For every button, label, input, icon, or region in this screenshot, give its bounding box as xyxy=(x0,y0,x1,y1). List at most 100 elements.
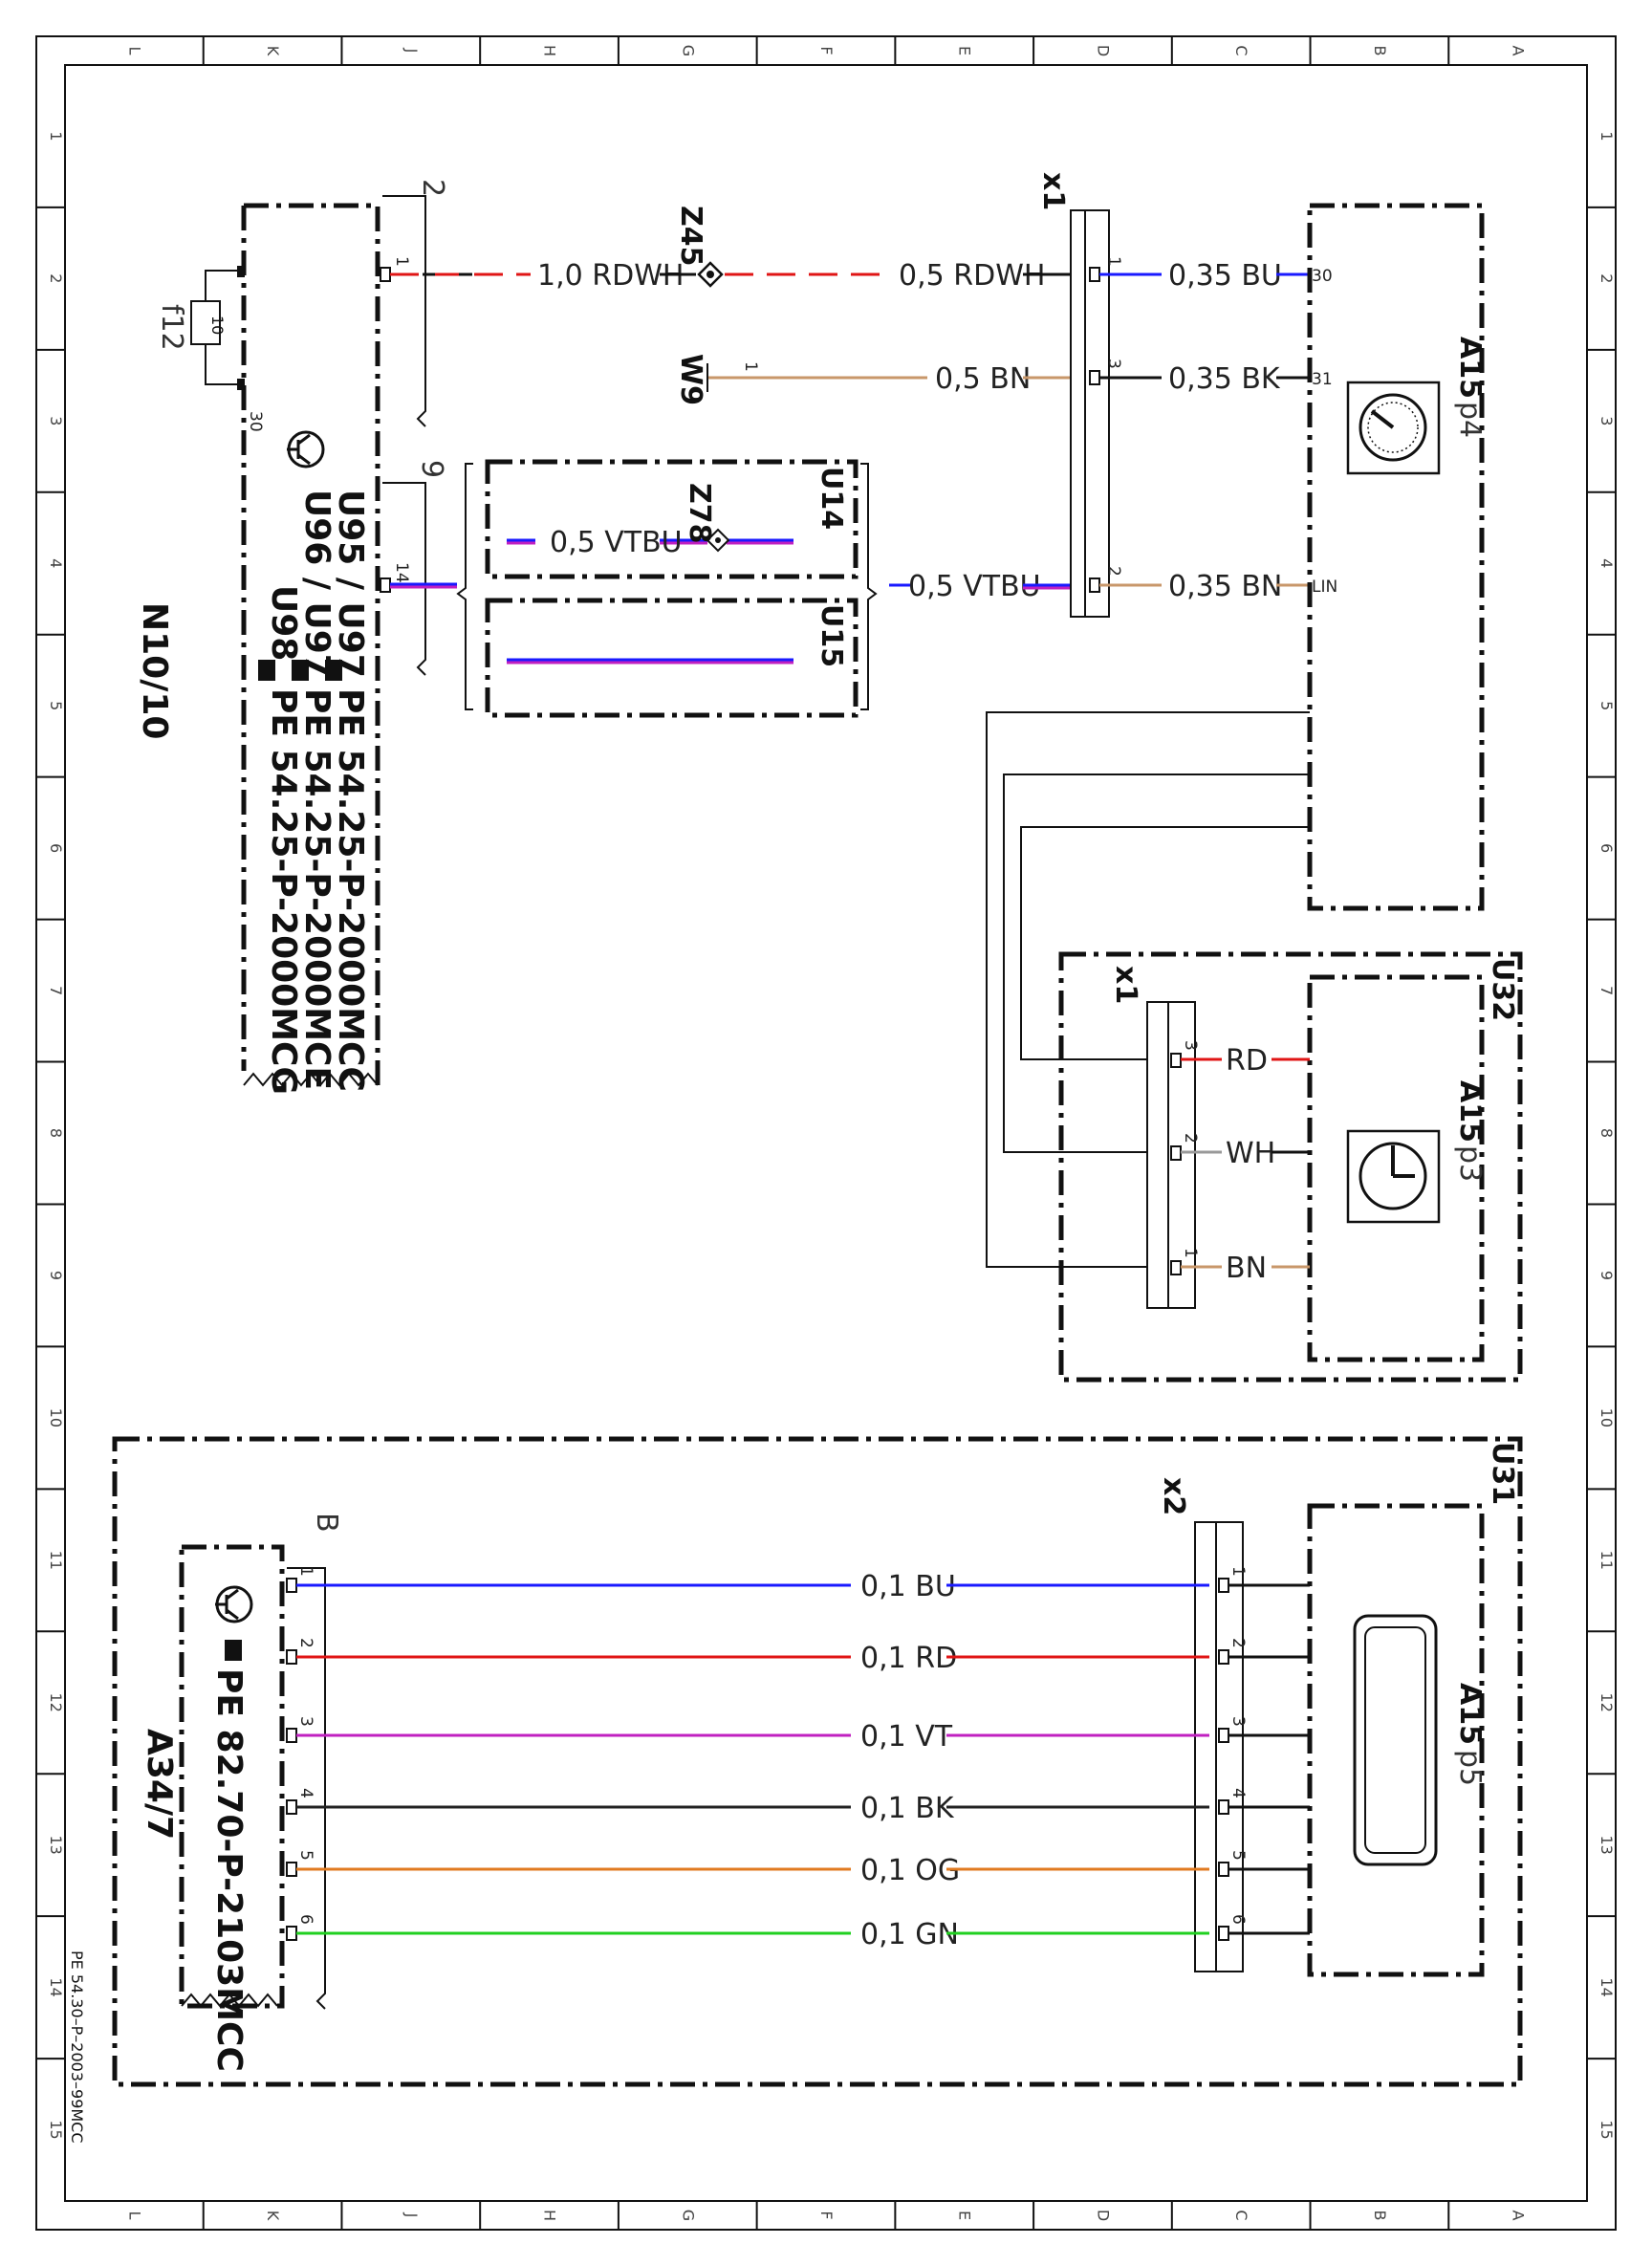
grid-col-top: D xyxy=(1094,45,1112,56)
a34-connector-b-label: B xyxy=(310,1513,343,1533)
fuse-wire xyxy=(205,270,239,385)
grid-row-left: 11 xyxy=(47,1551,65,1570)
fuse-value: 10 xyxy=(208,316,227,335)
n10-connector-2 xyxy=(382,195,426,427)
fuse-pin-b xyxy=(237,379,245,390)
grid-col-bottom: C xyxy=(1232,2210,1250,2220)
grid-row-right: 11 xyxy=(1598,1551,1616,1570)
a15-p5-page: p5 xyxy=(1453,1750,1487,1786)
grid-row-right: 1 xyxy=(1598,131,1616,141)
cable-rd-return xyxy=(1020,826,1310,1060)
x1-top-pin-1 xyxy=(1089,267,1100,282)
grid-row-left: 7 xyxy=(47,986,65,995)
x1-top-housing xyxy=(1085,209,1110,618)
x2-pin-label: 1 xyxy=(1228,1566,1248,1577)
grid-row-right: 9 xyxy=(1598,1271,1616,1280)
x1-mid-pin-3-label: 3 xyxy=(1181,1040,1200,1051)
a15-p3-frame xyxy=(1307,974,1485,1362)
x2-pin-label: 3 xyxy=(1228,1716,1248,1727)
a34-pin-label: 6 xyxy=(296,1914,315,1925)
grid-row-right: 4 xyxy=(1598,558,1616,568)
grid-row-left: 1 xyxy=(47,131,65,141)
x1-top-pin-1-label: 1 xyxy=(1104,256,1123,267)
n10-ref-1: PE 54.25-P-2000MCC xyxy=(331,688,370,1092)
a15-p4-pin-lin: LIN xyxy=(1312,577,1337,597)
grid-row-left: 8 xyxy=(47,1128,65,1138)
u31-frame xyxy=(112,1436,1523,2087)
x1-top-pin-2 xyxy=(1089,577,1100,593)
fuse-label: f12 xyxy=(155,304,188,351)
x1-top-label: x1 xyxy=(1036,172,1070,210)
n10-variant-1: U95 / U97 xyxy=(331,490,370,678)
wire-rdwh-right-label: 0,5 RDWH xyxy=(899,259,1045,293)
a15-p5-name: A15 xyxy=(1453,1683,1487,1745)
u15-label: U15 xyxy=(815,604,848,667)
inner-frame xyxy=(64,64,1588,2202)
x1-mid-housing xyxy=(1168,1001,1196,1309)
n10-variant-2: U96 / U97 xyxy=(297,490,337,678)
transistor-icon xyxy=(287,430,325,468)
n10-pin-14 xyxy=(380,577,391,593)
grid-col-top: L xyxy=(125,47,143,55)
grid-row-left: 14 xyxy=(47,1977,65,1996)
x1-mid-label: x1 xyxy=(1109,966,1142,1004)
grid-row-right: 5 xyxy=(1598,701,1616,710)
outer-frame xyxy=(35,35,1617,2231)
wire-rdwh-left-label: 1,0 RDWH xyxy=(537,259,684,293)
x1-mid-pin-2 xyxy=(1170,1145,1182,1161)
grid-col-bottom: J xyxy=(402,2212,421,2218)
grid-col-bottom: H xyxy=(541,2210,559,2221)
u31-label: U31 xyxy=(1486,1442,1519,1505)
z78-label: Z78 xyxy=(683,483,716,544)
a15-p4-pin-30: 30 xyxy=(1312,267,1333,286)
bus-wire-label: 0,1 BK xyxy=(860,1792,955,1825)
grid-row-right: 8 xyxy=(1598,1128,1616,1138)
a15-p4-page: p4 xyxy=(1453,402,1487,438)
grid-col-top: B xyxy=(1371,46,1389,56)
grid-col-top: G xyxy=(679,45,697,56)
bus-wire-label: 0,1 GN xyxy=(860,1918,959,1951)
grid-col-bottom: A xyxy=(1510,2211,1528,2221)
x2-pin xyxy=(1218,1926,1229,1941)
x1-mid-pin-2-label: 2 xyxy=(1181,1133,1200,1144)
bus-wire-label: 0,1 BU xyxy=(860,1570,956,1603)
grid-row-right: 10 xyxy=(1598,1408,1616,1427)
a34-pin xyxy=(286,1926,297,1941)
a34-frame xyxy=(179,1544,285,2009)
grid-row-right: 3 xyxy=(1598,416,1616,425)
bus-wire-label: 0,1 VT xyxy=(860,1720,953,1754)
document-reference: PE 54.30–P–2003–99MCC xyxy=(68,1950,86,2144)
grid-row-left: 12 xyxy=(47,1693,65,1712)
wire-wh-label: WH xyxy=(1226,1137,1275,1170)
a34-connector-b xyxy=(287,1567,326,2010)
a15-p4-name: A15 xyxy=(1453,337,1487,399)
cable-wh-return xyxy=(1003,773,1310,1153)
x1-top-pin-3 xyxy=(1089,370,1100,385)
x1-top-pin-2-label: 2 xyxy=(1104,566,1123,577)
a34-break-zigzag xyxy=(181,1993,278,2008)
x2-pin xyxy=(1218,1649,1229,1665)
a34-pin xyxy=(286,1649,297,1665)
x2-pin-label: 5 xyxy=(1228,1850,1248,1861)
a34-reference: PE 82.70-P-2103MCC xyxy=(209,1668,249,2072)
w9-pin-label: 1 xyxy=(741,361,760,372)
a34-pin xyxy=(286,1578,297,1593)
grid-row-left: 4 xyxy=(47,558,65,568)
grid-col-bottom: D xyxy=(1094,2210,1112,2221)
a34-name: A34/7 xyxy=(140,1729,179,1840)
grid-col-top: E xyxy=(956,46,974,55)
n10-ref-3: PE 54.25-P-2000MCG xyxy=(264,688,303,1095)
x1-mid-pin-3 xyxy=(1170,1053,1182,1068)
n10-frame xyxy=(244,203,380,1085)
wire-bn-a15-label: 0,35 BN xyxy=(1168,570,1282,603)
n10-variant-3: U98 xyxy=(264,585,303,661)
a34-pin-label: 4 xyxy=(296,1788,315,1798)
a34-pin-label: 3 xyxy=(296,1716,315,1727)
a34-pin-label: 5 xyxy=(296,1850,315,1861)
grid-row-left: 2 xyxy=(47,273,65,283)
u-bracket-right xyxy=(860,463,878,710)
x1-top-connector xyxy=(1070,209,1086,618)
